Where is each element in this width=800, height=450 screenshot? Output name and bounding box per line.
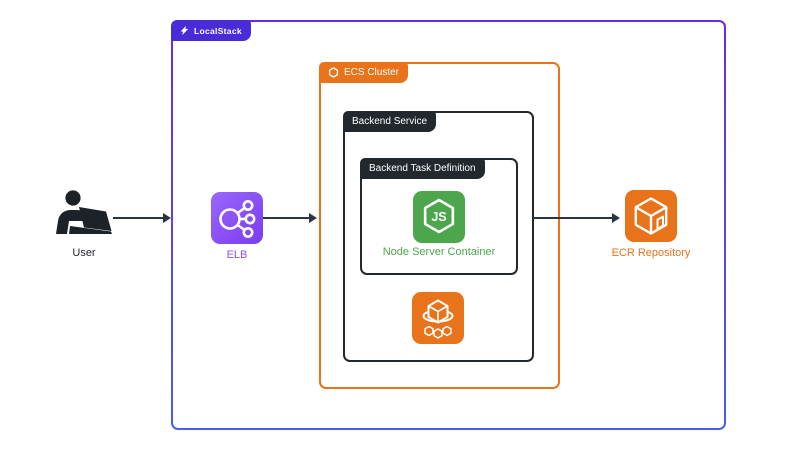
backend-task-definition-tab-label: Backend Task Definition — [369, 163, 476, 174]
ecs-cluster-box: ECS Cluster — [319, 62, 560, 389]
ecr-repository-label: ECR Repository — [611, 247, 691, 259]
ecs-cluster-tab: ECS Cluster — [319, 62, 409, 83]
user-icon — [56, 190, 112, 234]
nodejs-icon: JS — [413, 191, 465, 243]
arrow-elb-to-ecs-cluster — [263, 213, 317, 223]
localstack-logo-icon — [178, 25, 189, 36]
localstack-tab-label: LocalStack — [194, 25, 242, 36]
arrow-backend-service-to-ecr — [534, 213, 620, 223]
backend-task-definition-tab: Backend Task Definition — [360, 158, 485, 179]
ecs-icon — [412, 292, 464, 344]
ecs-cluster-tab-label: ECS Cluster — [344, 67, 400, 78]
ecr-icon — [625, 190, 677, 242]
arrow-user-to-localstack — [113, 213, 171, 223]
backend-task-definition-box: Backend Task Definition — [360, 158, 518, 275]
elb-icon — [211, 192, 263, 244]
node-server-container-label: Node Server Container — [382, 246, 496, 258]
backend-service-tab-label: Backend Service — [352, 116, 428, 127]
nodejs-icon-text: JS — [431, 210, 446, 224]
backend-service-box: Backend Service — [343, 111, 534, 362]
ecs-cluster-icon — [328, 67, 339, 78]
backend-service-tab: Backend Service — [343, 111, 437, 132]
localstack-tab: LocalStack — [171, 20, 251, 41]
user-label: User — [72, 247, 96, 259]
elb-label: ELB — [226, 249, 248, 261]
